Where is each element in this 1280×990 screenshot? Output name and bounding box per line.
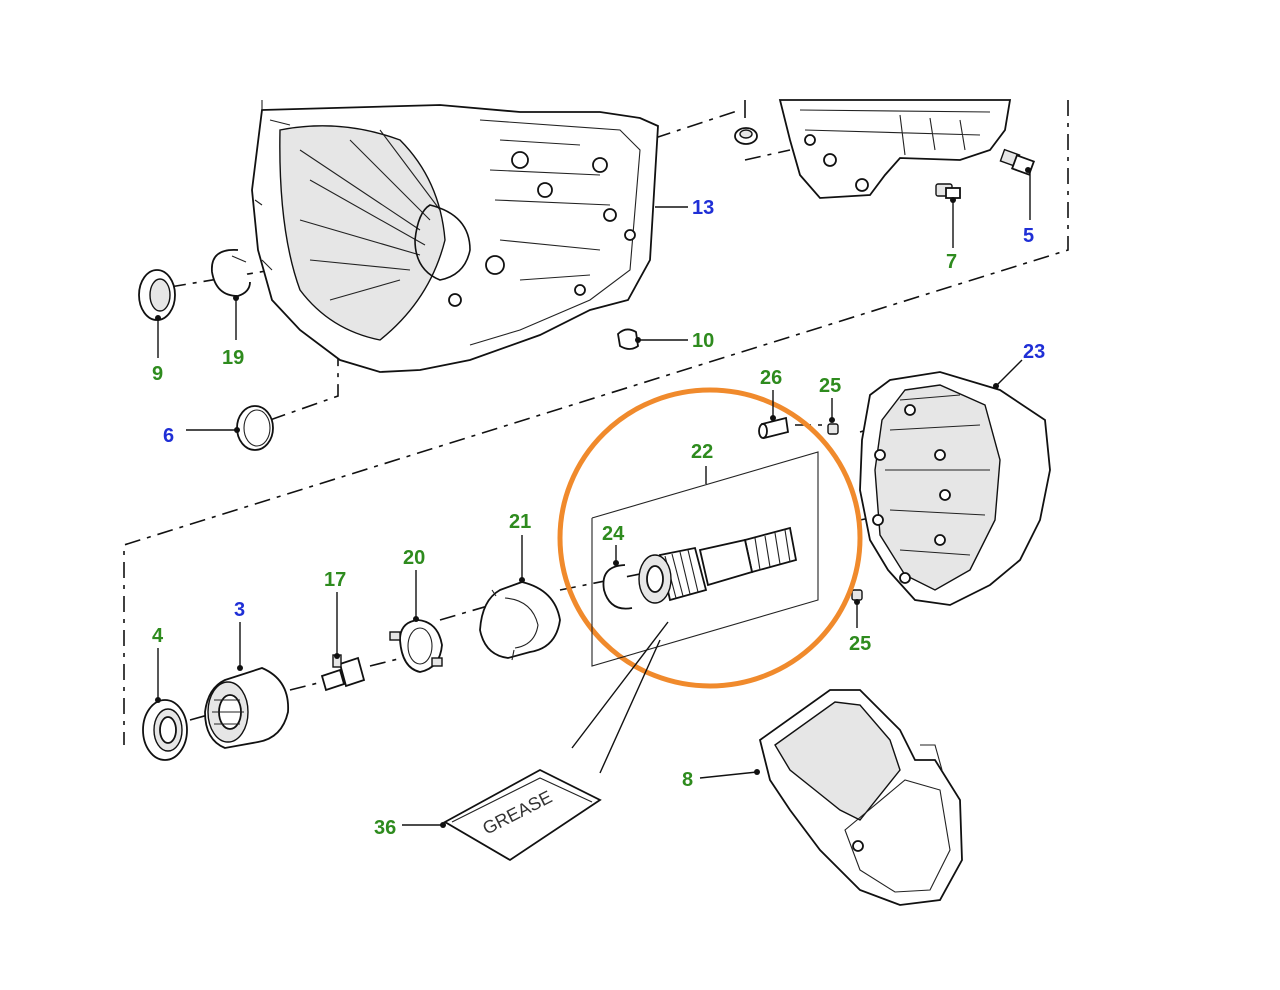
callout-13[interactable]: 13 [692, 197, 714, 219]
callout-6[interactable]: 6 [163, 425, 174, 447]
callout-4[interactable]: 4 [152, 625, 164, 647]
grease-packet-part-36[interactable]: GREASE [440, 621, 669, 862]
callout-21[interactable]: 21 [509, 511, 531, 533]
sleeve-part-26[interactable] [758, 415, 790, 440]
callout-20[interactable]: 20 [403, 547, 425, 569]
callout-26[interactable]: 26 [760, 367, 782, 389]
snap-ring-part-19[interactable] [211, 249, 251, 301]
part-22-group-frame [591, 451, 819, 667]
clip-part-20[interactable] [389, 616, 443, 673]
callout-9[interactable]: 9 [152, 363, 163, 385]
plug-bolt-part-7[interactable] [935, 183, 961, 203]
callout-24[interactable]: 24 [602, 523, 625, 545]
o-ring-part-6[interactable] [234, 405, 274, 451]
callout-10[interactable]: 10 [692, 330, 714, 352]
callout-25-upper[interactable]: 25 [819, 375, 841, 397]
extension-housing-part-23[interactable] [859, 371, 1051, 606]
transmission-case[interactable] [251, 100, 659, 373]
transfer-case-fragment [734, 99, 1012, 199]
seal-ring-part-4[interactable] [142, 697, 188, 761]
dowel-part-10[interactable] [617, 328, 641, 350]
pin-part-25-upper[interactable] [827, 417, 839, 435]
callout-7[interactable]: 7 [946, 251, 957, 273]
oil-seal-part-9[interactable] [138, 269, 176, 321]
fitting-part-17[interactable] [320, 653, 366, 692]
callout-17[interactable]: 17 [324, 569, 346, 591]
callout-22[interactable]: 22 [691, 441, 713, 463]
callout-36[interactable]: 36 [374, 817, 396, 839]
callout-19[interactable]: 19 [222, 347, 244, 369]
cover-part-8[interactable] [754, 689, 963, 906]
callout-labels: 13 5 7 9 19 10 6 26 25 23 22 24 21 20 17… [152, 197, 1045, 839]
callout-8[interactable]: 8 [682, 769, 693, 791]
release-bearing-part-3[interactable] [204, 665, 289, 749]
callout-25-lower[interactable]: 25 [849, 633, 871, 655]
sensor-part-5[interactable] [999, 148, 1036, 176]
callout-23[interactable]: 23 [1023, 341, 1045, 363]
highlight-circle [557, 387, 863, 689]
callout-3[interactable]: 3 [234, 599, 245, 621]
leader-lines [157, 172, 1031, 826]
callout-5[interactable]: 5 [1023, 225, 1034, 247]
input-shaft-part-22[interactable] [638, 526, 798, 604]
circlip-part-24[interactable] [602, 560, 633, 610]
bearing-sleeve-part-21[interactable] [479, 577, 561, 661]
